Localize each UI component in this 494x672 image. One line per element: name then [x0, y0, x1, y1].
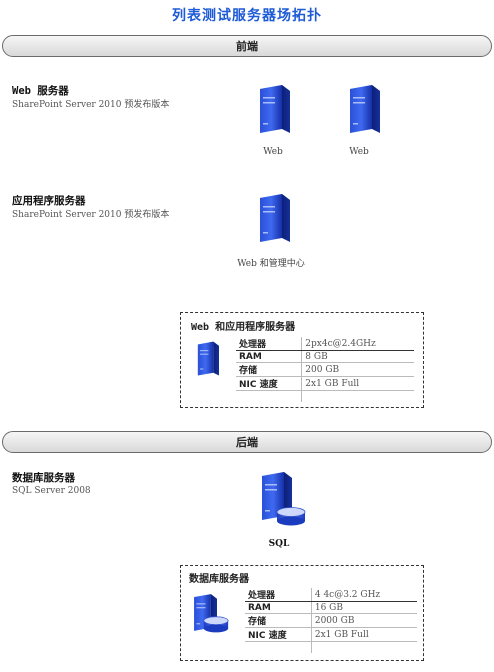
- app-server-icon: [256, 192, 290, 248]
- spec-value: 2px4c@2.4GHz: [301, 337, 414, 351]
- backend-spec-title: 数据库服务器: [189, 574, 249, 585]
- spec-row-empty: [245, 641, 417, 653]
- db-role-subtitle: SQL Server 2008: [12, 486, 91, 496]
- frontend-band: 前端: [2, 35, 492, 57]
- spec-value: 8 GB: [301, 350, 414, 363]
- spec-value: 2x1 GB Full: [311, 627, 417, 642]
- spec-key: RAM: [245, 601, 312, 614]
- web-server-label-2: Web: [349, 147, 369, 157]
- database-icon: [276, 507, 306, 527]
- app-role-title: 应用程序服务器: [12, 195, 86, 207]
- spec-value: 16 GB: [311, 601, 417, 614]
- spec-key: 存储: [236, 362, 303, 377]
- sql-server-label: SQL: [268, 539, 290, 549]
- web-server-label-1: Web: [263, 147, 283, 157]
- web-role-subtitle: SharePoint Server 2010 预发布版本: [12, 100, 170, 110]
- spec-key: 处理器: [245, 588, 312, 602]
- web-server-icon-2: [346, 83, 380, 139]
- db-role-title: 数据库服务器: [12, 472, 75, 484]
- spec-value: 200 GB: [301, 362, 414, 377]
- spec-key: NIC 速度: [245, 627, 312, 642]
- backend-band: 后端: [2, 431, 492, 453]
- spec-server-icon: [195, 341, 219, 379]
- spec-key: 存储: [245, 613, 312, 628]
- spec-value: 2000 GB: [311, 613, 417, 628]
- app-server-label: Web 和管理中心: [237, 259, 305, 269]
- spec-key: 处理器: [236, 337, 303, 351]
- web-role-title: Web 服务器: [12, 85, 69, 97]
- frontend-spec-title: Web 和应用程序服务器: [191, 322, 296, 333]
- spec-key: RAM: [236, 350, 303, 363]
- web-server-icon-1: [256, 83, 290, 139]
- diagram-title: 列表测试服务器场拓扑: [172, 8, 322, 24]
- spec-value: 2x1 GB Full: [301, 376, 414, 391]
- spec-key: NIC 速度: [236, 376, 303, 391]
- spec-row-empty: [236, 390, 414, 402]
- spec-value: 4 4c@3.2 GHz: [311, 588, 417, 602]
- spec-database-icon: [203, 616, 229, 634]
- app-role-subtitle: SharePoint Server 2010 预发布版本: [12, 210, 170, 220]
